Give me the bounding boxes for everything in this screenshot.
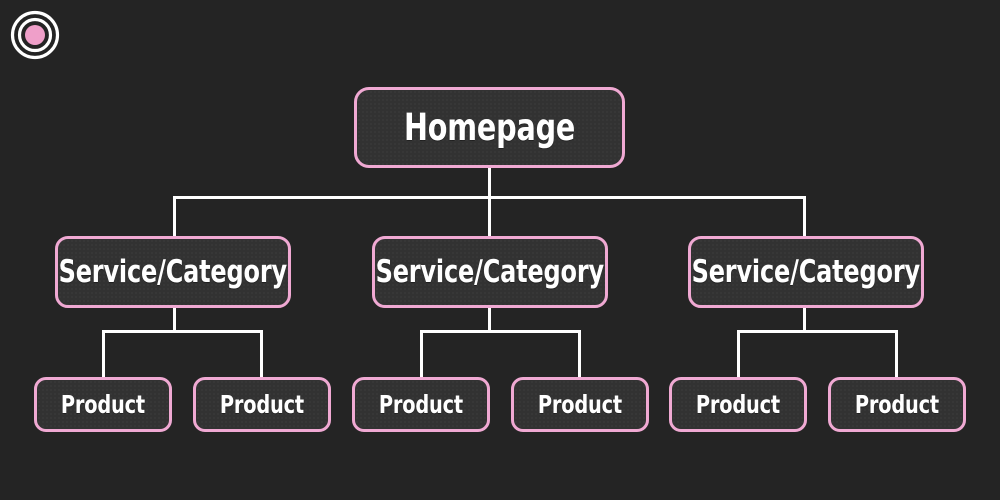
node-homepage-label: Homepage <box>403 106 576 149</box>
node-product-2b[interactable]: Product <box>511 377 649 432</box>
logo-inner-ring <box>17 17 53 53</box>
node-service-2[interactable]: Service/Category <box>372 236 608 308</box>
node-service-3-label: Service/Category <box>691 253 921 290</box>
node-product-3a-label: Product <box>695 390 781 419</box>
node-product-3b-label: Product <box>854 390 940 419</box>
node-product-2a[interactable]: Product <box>352 377 490 432</box>
node-homepage[interactable]: Homepage <box>354 87 625 168</box>
node-product-3b[interactable]: Product <box>828 377 966 432</box>
node-service-3[interactable]: Service/Category <box>688 236 924 308</box>
node-product-2b-label: Product <box>537 390 623 419</box>
node-product-1a[interactable]: Product <box>34 377 172 432</box>
logo-center-dot <box>25 25 45 45</box>
node-product-1b-label: Product <box>219 390 305 419</box>
concentric-circles-logo <box>10 10 60 60</box>
logo-svg <box>10 10 60 60</box>
node-product-2a-label: Product <box>378 390 464 419</box>
node-service-2-label: Service/Category <box>375 253 605 290</box>
node-product-3a[interactable]: Product <box>669 377 807 432</box>
node-product-1b[interactable]: Product <box>193 377 331 432</box>
node-service-1-label: Service/Category <box>58 253 288 290</box>
node-product-1a-label: Product <box>60 390 146 419</box>
logo-outer-ring <box>10 10 60 60</box>
node-service-1[interactable]: Service/Category <box>55 236 291 308</box>
